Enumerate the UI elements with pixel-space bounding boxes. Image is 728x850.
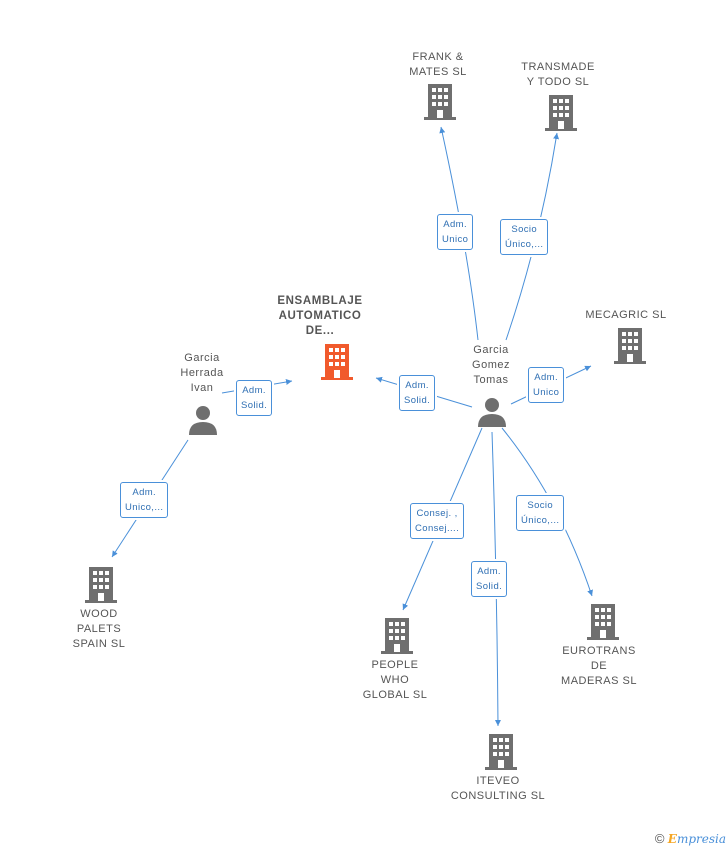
building-icon[interactable] xyxy=(381,618,413,659)
transmade-line-1: TRANSMADE xyxy=(521,61,595,73)
frank-mates-line-2: MATES SL xyxy=(409,66,467,78)
relation-line: Solid. xyxy=(241,400,268,411)
brand-initial: E xyxy=(667,832,677,846)
relation-line: Consej. , xyxy=(416,508,458,519)
building-icon[interactable] xyxy=(321,344,353,385)
relation-line: Adm. xyxy=(242,385,266,396)
transmade-label[interactable]: TRANSMADE Y TODO SL xyxy=(508,60,608,90)
relation-line: Consej.... xyxy=(415,523,460,534)
garcia-gomez-line-2: Gomez xyxy=(472,359,510,371)
people-who-global-line-3: GLOBAL SL xyxy=(362,689,428,701)
people-who-global-line-1: PEOPLE xyxy=(371,659,419,671)
building-icon[interactable] xyxy=(85,567,117,608)
relation-line: Adm. xyxy=(132,487,157,498)
iteveo-line-2: CONSULTING SL xyxy=(450,790,546,802)
relation-line: Único,... xyxy=(505,239,544,250)
relation-line: Adm. xyxy=(443,219,468,230)
garcia-gomez-line-3: Tomas xyxy=(473,374,509,386)
eurotrans-label[interactable]: EUROTRANS DE MADERAS SL xyxy=(549,644,649,689)
transmade-line-2: Y TODO SL xyxy=(526,76,590,88)
relation-line: Adm. xyxy=(477,566,501,577)
relation-line: Unico,... xyxy=(125,502,164,513)
garcia-herrada-line-1: Garcia xyxy=(184,352,220,364)
garcia-herrada-label[interactable]: Garcia Herrada Ivan xyxy=(152,351,252,396)
building-icon[interactable] xyxy=(485,734,517,775)
frank-mates-line-1: FRANK & xyxy=(412,51,464,63)
iteveo-line-1: ITEVEO xyxy=(476,775,520,787)
building-icon[interactable] xyxy=(587,604,619,645)
person-icon[interactable] xyxy=(477,397,507,432)
relation-label-gg-eurotrans[interactable]: Socio Único,... xyxy=(516,495,565,531)
building-icon[interactable] xyxy=(545,95,577,136)
garcia-herrada-line-2: Herrada xyxy=(180,367,224,379)
relation-line: Socio xyxy=(511,224,538,235)
relation-label-gg-transmade[interactable]: Socio Único,... xyxy=(500,219,549,255)
eurotrans-line-3: MADERAS SL xyxy=(561,675,637,687)
relation-line: Adm. xyxy=(534,372,559,383)
brand-logo: Empresia xyxy=(668,832,726,846)
main-company-label[interactable]: ENSAMBLAJE AUTOMATICO DE... xyxy=(270,294,370,339)
relation-line: Solid. xyxy=(404,395,431,406)
mecagric-label[interactable]: MECAGRIC SL xyxy=(576,308,676,323)
main-company-line-1: ENSAMBLAJE xyxy=(277,295,363,307)
garcia-gomez-line-1: Garcia xyxy=(473,344,509,356)
people-who-global-line-2: WHO xyxy=(380,674,410,686)
building-icon[interactable] xyxy=(424,84,456,125)
relation-label-gg-main[interactable]: Adm. Solid. xyxy=(399,375,436,411)
main-company-line-3: DE... xyxy=(305,325,335,337)
empresia-watermark[interactable]: © Empresia xyxy=(655,831,726,846)
frank-mates-label[interactable]: FRANK & MATES SL xyxy=(388,50,488,80)
relation-label-gh-wood[interactable]: Adm. Unico,... xyxy=(120,482,169,518)
brand-name: mpresia xyxy=(676,832,726,846)
eurotrans-line-2: DE xyxy=(590,660,608,672)
mecagric-line-1: MECAGRIC SL xyxy=(585,309,667,321)
wood-palets-line-3: SPAIN SL xyxy=(72,638,126,650)
garcia-gomez-label[interactable]: Garcia Gomez Tomas xyxy=(441,343,541,388)
relation-line: Unico xyxy=(442,234,469,245)
relation-line: Unico xyxy=(533,387,560,398)
building-icon[interactable] xyxy=(614,328,646,369)
relation-label-gg-iteveo[interactable]: Adm. Solid. xyxy=(471,561,508,597)
iteveo-label[interactable]: ITEVEO CONSULTING SL xyxy=(438,774,558,804)
relation-label-gg-frank[interactable]: Adm. Unico xyxy=(437,214,474,250)
relation-label-gh-main[interactable]: Adm. Solid. xyxy=(236,380,273,416)
relation-label-gg-mecagric[interactable]: Adm. Unico xyxy=(528,367,565,403)
eurotrans-line-1: EUROTRANS xyxy=(562,645,636,657)
garcia-herrada-line-3: Ivan xyxy=(190,382,214,394)
relation-label-gg-people[interactable]: Consej. , Consej.... xyxy=(410,503,465,539)
relation-line: Socio xyxy=(527,500,554,511)
wood-palets-label[interactable]: WOOD PALETS SPAIN SL xyxy=(49,607,149,652)
person-icon[interactable] xyxy=(188,405,218,440)
relation-line: Único,... xyxy=(521,515,560,526)
relation-line: Adm. xyxy=(405,380,429,391)
relation-line: Solid. xyxy=(476,581,503,592)
wood-palets-line-1: WOOD xyxy=(80,608,118,620)
wood-palets-line-2: PALETS xyxy=(76,623,122,635)
copyright-symbol: © xyxy=(654,831,665,846)
main-company-line-2: AUTOMATICO xyxy=(278,310,362,322)
people-who-global-label[interactable]: PEOPLE WHO GLOBAL SL xyxy=(345,658,445,703)
